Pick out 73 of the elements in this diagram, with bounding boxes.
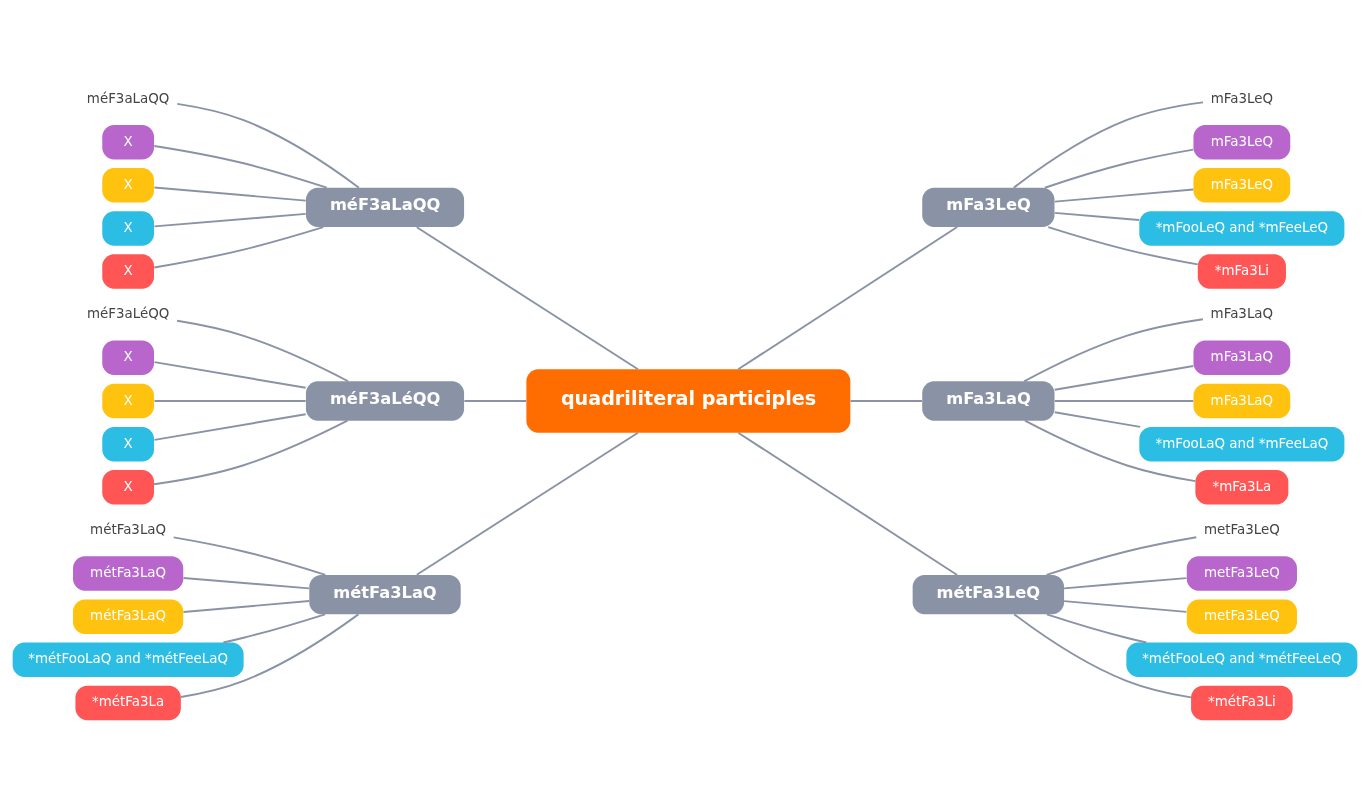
connector xyxy=(1013,612,1192,698)
node-box: méF3aLéQQ xyxy=(305,380,465,421)
node-text: metFa3LeQ xyxy=(1203,521,1280,537)
node-box: mFa3LaQ xyxy=(1193,383,1291,418)
connector xyxy=(1053,211,1141,221)
connector xyxy=(153,225,325,268)
node-box: metFa3LeQ xyxy=(1186,555,1297,591)
node-box: X xyxy=(102,167,154,203)
node-box: métFa3LaQ xyxy=(309,574,461,614)
node-text: méF3aLéQQ xyxy=(86,305,170,321)
connector xyxy=(172,535,327,576)
node-box: métFa3LaQ xyxy=(73,598,184,634)
node-box: *métFa3Li xyxy=(1191,685,1293,720)
connector xyxy=(1012,100,1204,189)
node-box: X xyxy=(102,469,154,504)
node-text: métFa3LaQ xyxy=(90,521,167,537)
node-box: mFa3LeQ xyxy=(1193,167,1291,203)
connector xyxy=(737,225,959,370)
connector xyxy=(153,212,307,227)
node-box: mFa3LaQ xyxy=(922,380,1055,421)
node-box: X xyxy=(102,253,154,289)
connector xyxy=(415,225,639,370)
connector xyxy=(1047,225,1199,265)
connector xyxy=(1043,148,1195,189)
connector xyxy=(463,399,528,402)
connector xyxy=(180,612,360,698)
node-box: mFa3LeQ xyxy=(1193,124,1291,159)
node-box: X xyxy=(102,383,154,418)
node-text: méF3aLaQQ xyxy=(86,90,170,106)
connector xyxy=(153,399,307,402)
node-box: mFa3LaQ xyxy=(1193,340,1291,375)
connector xyxy=(1023,317,1204,382)
connector xyxy=(1063,599,1188,613)
connector xyxy=(182,576,311,589)
node-box: métFa3LaQ xyxy=(73,555,184,591)
connector xyxy=(849,399,923,402)
node-box: *métFa3La xyxy=(75,685,181,720)
connector xyxy=(1063,576,1188,589)
connector xyxy=(1053,188,1195,203)
node-text: mFa3LaQ xyxy=(1210,305,1274,321)
connector xyxy=(153,419,349,485)
connector xyxy=(153,186,307,202)
node-box: X xyxy=(102,210,154,246)
connector xyxy=(1045,612,1148,643)
connector xyxy=(1053,399,1195,402)
node-text: mFa3LeQ xyxy=(1210,90,1274,106)
node-box: métFa3LeQ xyxy=(912,574,1065,614)
connector xyxy=(176,319,350,382)
connector xyxy=(153,412,307,441)
connector xyxy=(1045,535,1198,576)
connector xyxy=(1024,419,1197,482)
connector xyxy=(415,431,639,576)
node-box: X xyxy=(102,340,154,375)
node-box: méF3aLaQQ xyxy=(305,187,465,227)
node-box: *métFooLeQ and *métFeeLeQ xyxy=(1126,642,1358,677)
connector xyxy=(176,102,360,189)
connector xyxy=(153,360,307,389)
node-box: *mFa3La xyxy=(1195,469,1289,504)
connector xyxy=(222,612,326,643)
connector xyxy=(153,144,328,189)
node-box: *mFooLeQ and *mFeeLeQ xyxy=(1139,210,1345,246)
node-box: mFa3LeQ xyxy=(922,187,1055,227)
node-box: *métFooLaQ and *métFeeLaQ xyxy=(12,642,244,677)
node-box: *mFa3Li xyxy=(1197,253,1286,289)
node-box: quadriliteral participles xyxy=(526,368,851,433)
connector xyxy=(182,599,311,613)
node-box: X xyxy=(102,426,154,461)
connector xyxy=(1053,364,1195,391)
connector xyxy=(1053,410,1142,428)
node-box: X xyxy=(102,124,154,159)
node-box: *mFooLaQ and *mFeeLaQ xyxy=(1139,426,1345,461)
node-box: metFa3LeQ xyxy=(1186,598,1297,634)
connector xyxy=(737,431,959,576)
